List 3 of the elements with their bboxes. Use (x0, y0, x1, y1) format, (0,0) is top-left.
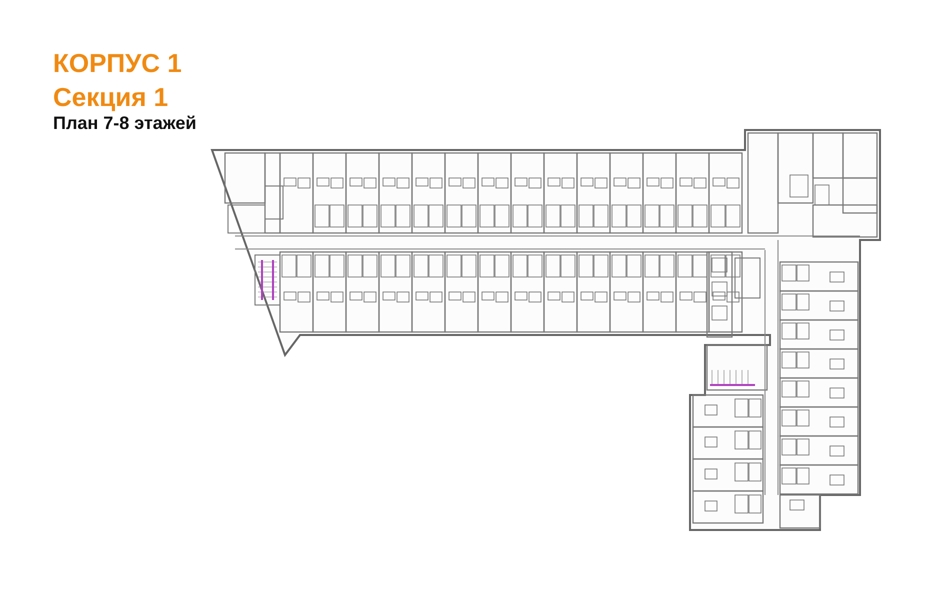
building-title: КОРПУС 1 (53, 48, 182, 79)
floor-plan-subtitle: План 7-8 этажей (53, 113, 196, 134)
section-title: Секция 1 (53, 82, 168, 113)
